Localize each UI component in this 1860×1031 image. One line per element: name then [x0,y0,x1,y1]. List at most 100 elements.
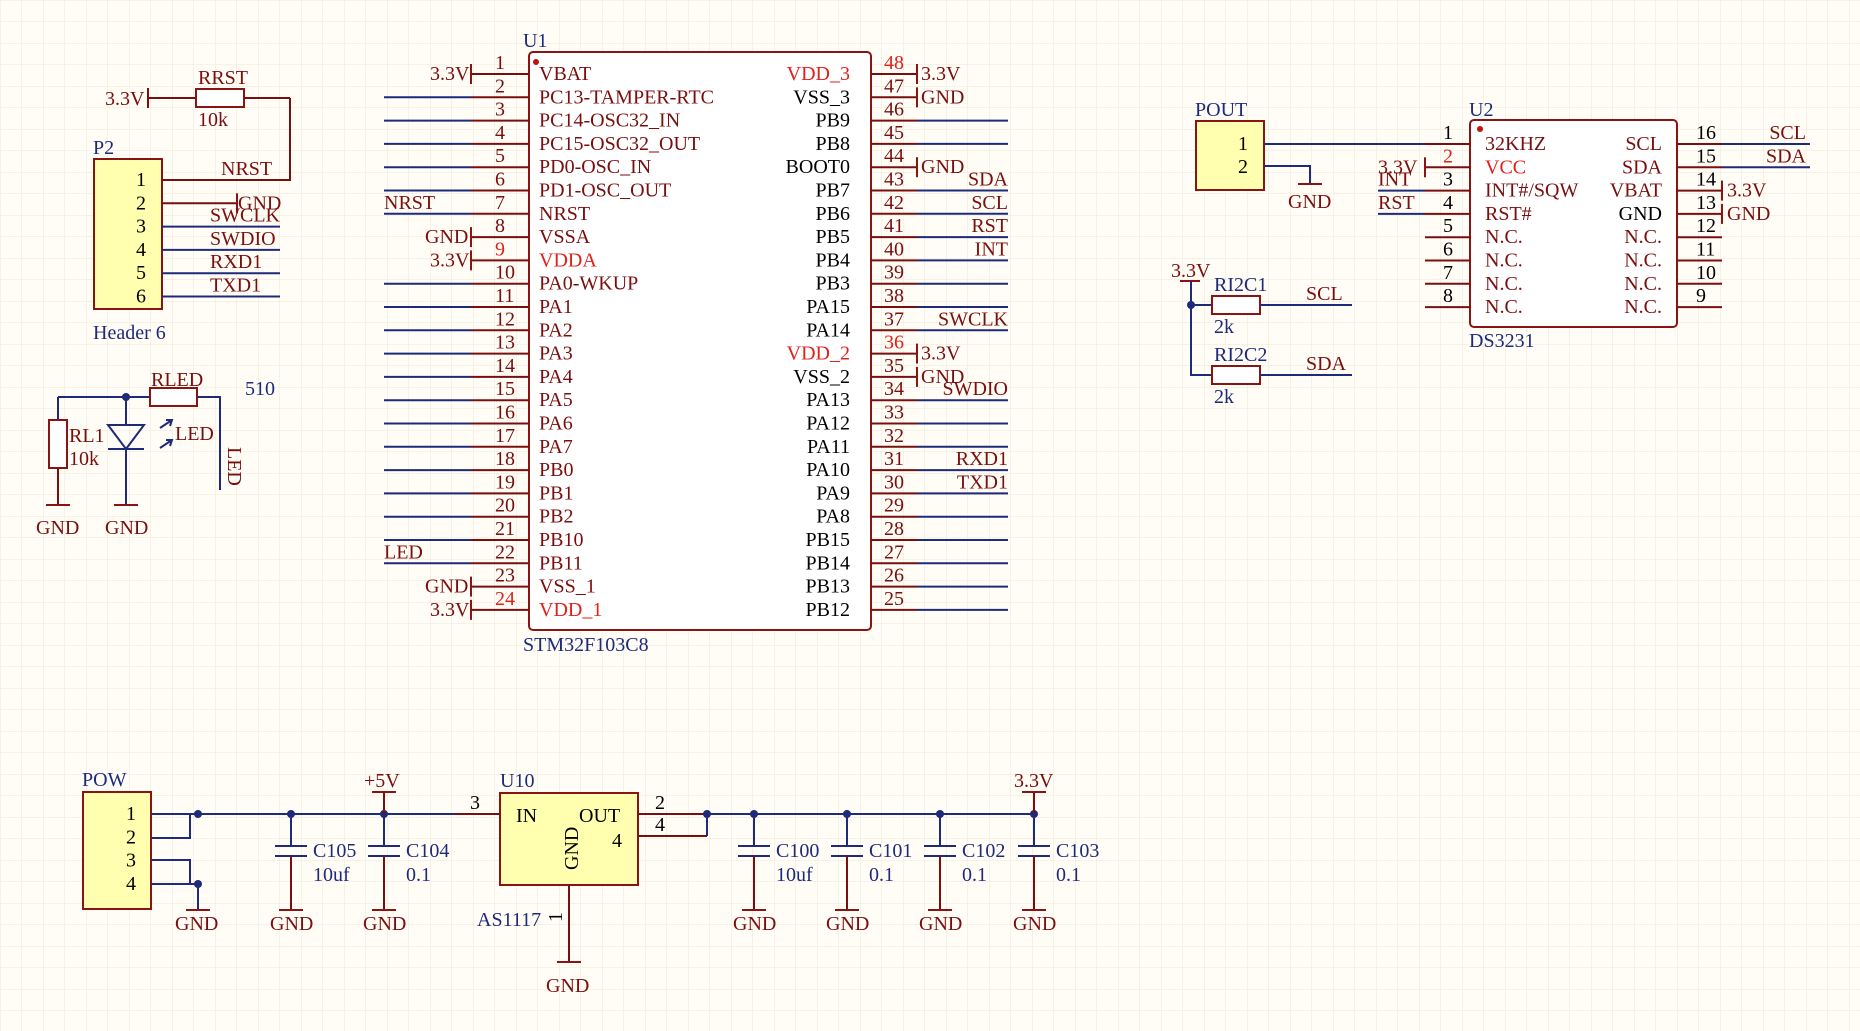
c101-gnd-label: GND [826,913,869,935]
u1-pin-24-number: 24 [495,588,515,610]
p2-pin-2-net-label: GND [238,192,281,214]
u2-pin-8-name: N.C. [1485,296,1523,318]
u2-pin-10-number: 10 [1696,262,1716,284]
u1-pin-41-net-label: RST [971,215,1008,237]
i2c-supply-label: 3.3V [1171,260,1211,282]
pout-body [1195,120,1265,191]
pow-junction-1 [194,810,202,818]
pout-pin1: 1 [1238,133,1248,155]
u10-pin3: 3 [470,792,480,814]
u1-pin-36-net-label: 3.3V [921,343,961,365]
u1-pin-5-number: 5 [495,145,505,167]
c100-value: 10uf [776,864,813,886]
u1-pin-22-net-label: LED [384,541,423,563]
u1-pin-13-number: 13 [495,332,515,354]
u1-pin-43-number: 43 [884,169,904,191]
u2-pin-16-number: 16 [1696,122,1716,144]
pout-connector[interactable]: POUT 1 2 GND [1195,99,1470,213]
p2-pin-5-net-label: RXD1 [210,251,262,273]
pow-designator: POW [82,769,127,791]
ri2c2-value: 2k [1214,386,1234,408]
u2-pin-3-name: INT#/SQW [1485,180,1578,202]
pow-body [82,791,152,910]
u1-pin-26-number: 26 [884,565,904,587]
u2-pin-2-name: VCC [1485,156,1526,178]
u2-pin-11-number: 11 [1696,239,1715,261]
scl-net-label: SCL [1306,283,1343,305]
u1-pin-14-number: 14 [495,355,515,377]
p2-pin-6-net-label: TXD1 [210,275,261,297]
u1-pin-34-name: PA13 [806,389,850,411]
u2-pin-8-number: 8 [1443,285,1453,307]
u2-pin-7-name: N.C. [1485,273,1523,295]
sda-net-label: SDA [1306,353,1347,375]
c102-designator: C102 [962,840,1005,862]
u10-gnd-pin-label: GND [561,827,583,870]
u1-pin-15-number: 15 [495,378,515,400]
u1-pin-7-net-label: NRST [384,192,435,214]
u1-pin-15-name: PA5 [539,389,573,411]
u1-pin-14-name: PA4 [539,366,573,388]
c103-designator: C103 [1056,840,1099,862]
rl1-body [48,419,68,469]
ri2c1-designator: RI2C1 [1214,274,1267,296]
u1-pin-44-name: BOOT0 [786,156,850,178]
u1-pin-41-number: 41 [884,215,904,237]
u2-pin-6-number: 6 [1443,239,1453,261]
u1-pin-38-number: 38 [884,285,904,307]
u2-pin-15-net-label: SDA [1766,145,1807,167]
u1-pin-19-number: 19 [495,471,515,493]
u10-pin2: 2 [655,792,665,814]
u1-pin-31-number: 31 [884,448,904,470]
u1-pin-27-name: PB14 [806,552,850,574]
rrst-resistor[interactable]: 3.3V RRST 10k [105,67,291,181]
ri2c2-designator: RI2C2 [1214,344,1267,366]
u2-pin-16-name: SCL [1625,133,1662,155]
i2c-pullups[interactable]: 3.3V RI2C1 2k SCL RI2C2 2k SDA [1171,260,1352,408]
u1-pin-28-name: PB15 [806,529,850,551]
u1-pin-20-name: PB2 [539,506,573,528]
c105-designator: C105 [313,840,356,862]
u1-pin-29-name: PA8 [816,506,850,528]
pow-junction-2 [194,880,202,888]
u2-pin-14-name: VBAT [1610,180,1662,202]
u1-pin-38-name: PA15 [806,296,850,318]
u2-pin-3-net-label: INT [1378,169,1411,191]
u1-pin-37-name: PA14 [806,319,850,341]
c105-value: 10uf [313,864,350,886]
u2-pin-13-net-label: GND [1727,203,1770,225]
u2-pin-10-name: N.C. [1624,273,1662,295]
u2-pin-3-number: 3 [1443,169,1453,191]
u1-pin-27-number: 27 [884,541,904,563]
pout-pin2: 2 [1238,156,1248,178]
ri2c1-value: 2k [1214,316,1234,338]
u1-pin-3-number: 3 [495,99,505,121]
u1-pin-23-number: 23 [495,565,515,587]
p2-pin-1-net-label: NRST [221,158,272,180]
u1-pin-11-number: 11 [495,285,514,307]
u1-pin-37-net-label: SWCLK [938,308,1009,330]
rled-value: 510 [245,378,275,400]
u2-pin-12-name: N.C. [1624,226,1662,248]
u10-out-label: OUT [579,805,620,827]
u2-pin-1-name: 32KHZ [1485,133,1546,155]
u1-pin-46-number: 46 [884,99,904,121]
u2-pin-2-number: 2 [1443,145,1453,167]
pow-pin-4-number: 4 [126,873,136,895]
p2-pin-5-number: 5 [136,262,146,284]
u10-body [499,792,639,886]
u1-pin-48-name: VDD_3 [787,63,850,85]
u2-body [1469,119,1678,328]
led-circuit[interactable]: RLED 510 LED RL1 10k LED GND GND [36,369,275,539]
u1-pin-28-number: 28 [884,518,904,540]
u1-pin-35-name: VSS_2 [793,366,850,388]
u1-part: STM32F103C8 [523,634,649,656]
u1-pin-16-number: 16 [495,402,515,424]
c104-value: 0.1 [406,864,431,886]
